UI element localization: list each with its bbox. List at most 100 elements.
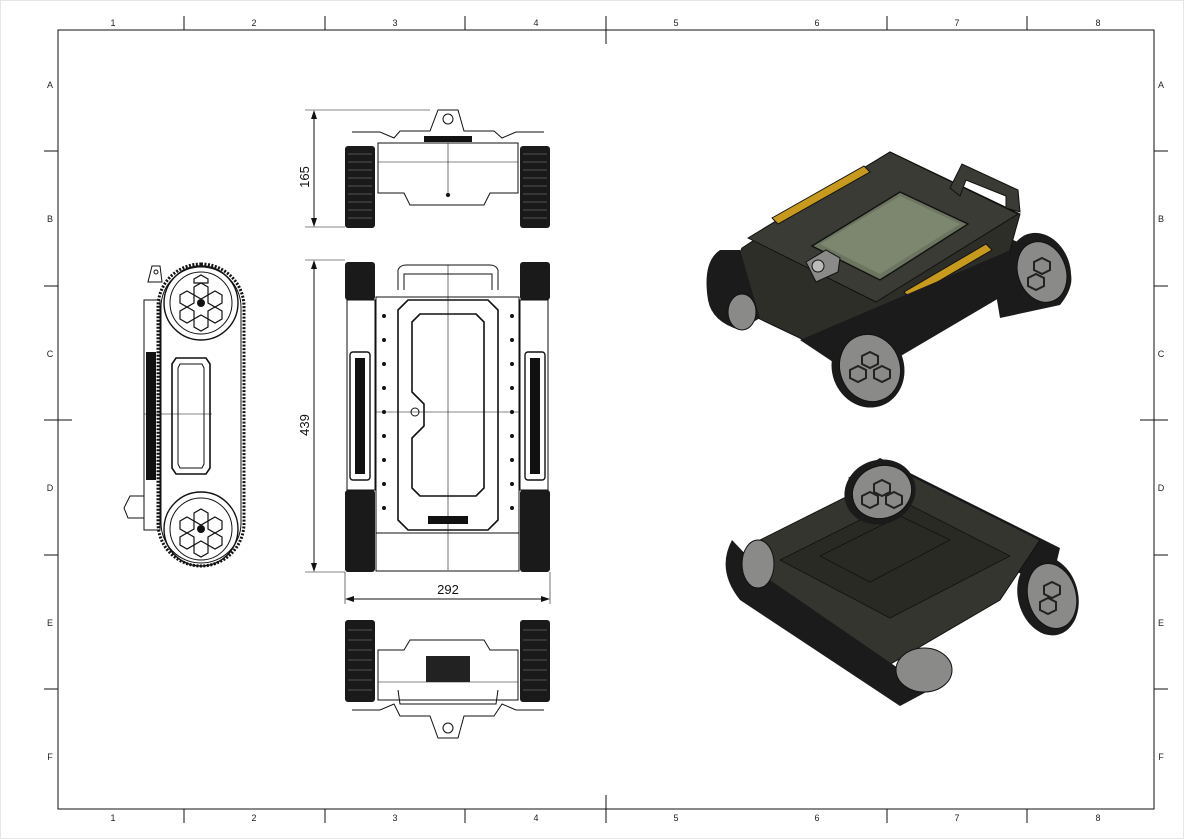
row-label: F [1158, 752, 1164, 762]
right-track [520, 146, 550, 228]
rail-right [524, 351, 546, 481]
camera-lens [442, 113, 454, 125]
handle [397, 689, 499, 705]
front-wheel-hex-pattern [179, 274, 223, 332]
tread-lines [348, 153, 372, 219]
front-body [377, 142, 519, 206]
track-inner [160, 266, 242, 564]
row-label: B [47, 214, 53, 224]
track-side-left [346, 299, 376, 491]
row-label: A [1158, 80, 1164, 90]
dimension-length: 439 [297, 259, 345, 573]
tread-lines [523, 153, 547, 219]
col-label: 4 [533, 18, 538, 28]
side-rail [146, 352, 156, 480]
front-wheel [163, 265, 239, 341]
rear-vent [428, 516, 468, 524]
col-label: 5 [673, 18, 678, 28]
iso-right-wheel-hex [1039, 580, 1061, 616]
col-label: 3 [392, 18, 397, 28]
row-labels-left: A B C D E F [47, 80, 54, 762]
iso-left-wheel [741, 539, 775, 589]
iso-top-wheel [851, 465, 913, 519]
track-front-left [345, 262, 375, 300]
rear-plate [375, 532, 520, 572]
track-side-right [519, 299, 549, 491]
window [411, 313, 485, 497]
iso-accent-strip-left [771, 165, 871, 225]
track-rear-left [345, 490, 375, 572]
col-label: 1 [110, 813, 115, 823]
rail-right-inner [530, 358, 540, 474]
col-label: 7 [954, 18, 959, 28]
iso-front-wheel-hex [849, 350, 891, 384]
dimension-height: 165 [297, 109, 430, 228]
col-label: 1 [110, 18, 115, 28]
column-labels-bottom: 1 2 3 4 5 6 7 8 [110, 813, 1100, 823]
inner-frame [57, 29, 1155, 810]
col-label: 8 [1095, 18, 1100, 28]
left-track [345, 146, 375, 228]
row-label: A [47, 80, 53, 90]
rear-wheel-rim [169, 497, 233, 561]
rear-wheel [163, 491, 239, 567]
iso-handle [949, 163, 1021, 213]
side-body [143, 299, 161, 531]
col-label: 5 [673, 813, 678, 823]
row-label: C [47, 349, 54, 359]
row-label: B [1158, 214, 1164, 224]
side-panel [171, 357, 211, 475]
bottom-cover [352, 703, 544, 739]
zone-ticks [44, 16, 1168, 823]
rail-left [349, 351, 371, 481]
front-wheel-rim [169, 271, 233, 335]
top-cover [352, 109, 544, 139]
iso-right-wheel [1026, 563, 1078, 629]
tread-lines [348, 629, 547, 691]
width-value: 292 [437, 582, 459, 597]
iso-small-wheel [727, 293, 757, 331]
col-label: 8 [1095, 813, 1100, 823]
left-track [345, 620, 375, 702]
col-label: 4 [533, 813, 538, 823]
iso-bottom-wheel [895, 647, 953, 693]
iso-top-wheel-hex [861, 478, 903, 510]
iso-rear-wheel-hex [1027, 256, 1051, 292]
side-view [123, 262, 246, 568]
top-view [345, 262, 550, 572]
top-hatch [397, 299, 499, 531]
col-label: 7 [954, 813, 959, 823]
rear-body [377, 639, 519, 701]
isometric-top-view [706, 151, 1072, 408]
track-front-right [520, 262, 550, 300]
length-value: 439 [297, 414, 312, 436]
rear-view [345, 620, 550, 739]
dimension-width: 292 [344, 572, 551, 604]
right-track [520, 620, 550, 702]
col-label: 3 [392, 813, 397, 823]
vent [424, 136, 472, 142]
row-label: E [1158, 618, 1164, 628]
row-label: E [47, 618, 53, 628]
height-value: 165 [297, 166, 312, 188]
rear-vent [426, 656, 470, 682]
isometric-bottom-view [725, 458, 1079, 706]
col-label: 6 [814, 18, 819, 28]
col-label: 2 [251, 813, 256, 823]
bolts [382, 314, 514, 510]
row-label: F [47, 752, 53, 762]
rail-left-inner [355, 358, 365, 474]
row-label: D [1158, 483, 1165, 493]
column-labels-top: 1 2 3 4 5 6 7 8 [110, 18, 1100, 28]
col-label: 2 [251, 18, 256, 28]
camera-mount [147, 265, 163, 283]
iso-track-lower [725, 540, 930, 706]
track-rear-right [520, 490, 550, 572]
row-label: C [1158, 349, 1165, 359]
front-view [345, 109, 550, 228]
col-label: 6 [814, 813, 819, 823]
rear-bumper [123, 495, 145, 519]
row-labels-right: A B C D E F [1158, 80, 1165, 762]
row-label: D [47, 483, 54, 493]
